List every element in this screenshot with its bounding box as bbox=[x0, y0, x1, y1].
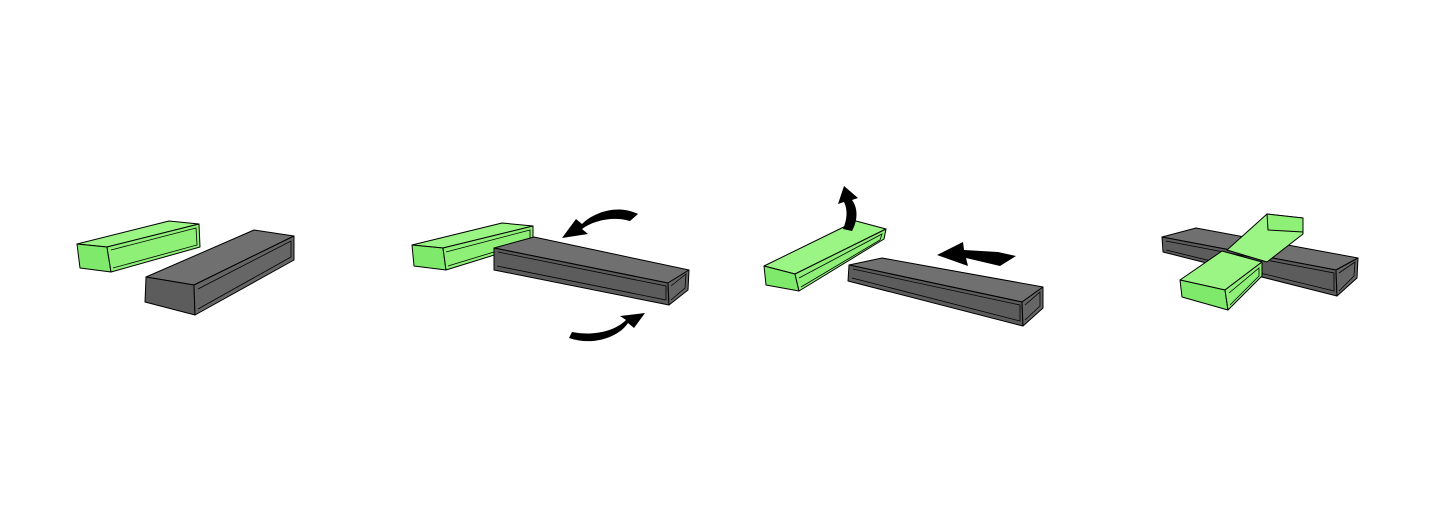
step-3-lift-and-slide bbox=[763, 186, 1044, 327]
lift-arrow-icon bbox=[838, 186, 858, 231]
step-1-initial bbox=[76, 220, 295, 316]
step-4-intersect bbox=[1161, 213, 1359, 311]
gray-volume bbox=[144, 229, 295, 316]
slide-arrow-icon bbox=[937, 242, 1016, 266]
green-volume bbox=[763, 220, 887, 292]
rotate-arrow-top-icon bbox=[562, 209, 638, 238]
gray-volume bbox=[847, 257, 1044, 327]
step-2-rotate bbox=[411, 209, 690, 342]
rotate-arrow-bottom-icon bbox=[569, 313, 645, 342]
gray-volume bbox=[493, 236, 690, 306]
green-volume bbox=[76, 220, 201, 273]
green-volume bbox=[411, 222, 534, 271]
green-volume bbox=[1179, 213, 1304, 311]
